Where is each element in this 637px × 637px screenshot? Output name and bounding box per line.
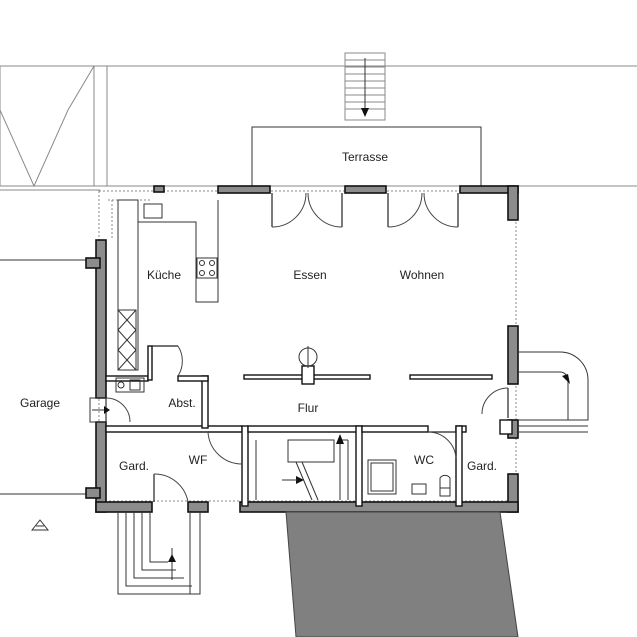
driveway <box>285 511 519 637</box>
exterior-stair-north <box>344 52 386 121</box>
label-terrasse: Terrasse <box>342 150 388 164</box>
label-gard-right: Gard. <box>467 459 497 473</box>
exterior-stair-south <box>117 512 201 595</box>
interior-partitions <box>105 345 513 507</box>
label-wc: WC <box>414 453 434 467</box>
ramp-east <box>518 351 589 433</box>
wc-fixtures <box>367 459 451 497</box>
north-arrow-icon <box>30 519 50 531</box>
terrace-doors <box>271 192 459 228</box>
kitchen-counter <box>115 199 219 393</box>
label-garage: Garage <box>20 396 60 410</box>
label-wohnen: Wohnen <box>400 268 444 282</box>
label-wf: WF <box>189 453 208 467</box>
garage-outline <box>0 259 88 495</box>
label-essen: Essen <box>293 268 326 282</box>
column-symbol <box>298 346 318 368</box>
room-labels: Terrasse Küche Essen Wohnen Garage Abst.… <box>20 150 497 473</box>
label-gard-left: Gard. <box>119 459 149 473</box>
label-abst: Abst. <box>168 396 195 410</box>
label-kueche: Küche <box>147 268 181 282</box>
interior-stair <box>255 434 349 501</box>
label-flur: Flur <box>298 401 319 415</box>
terrace-outline <box>251 126 482 186</box>
entry-steps <box>89 397 110 423</box>
site-lines <box>0 65 637 191</box>
